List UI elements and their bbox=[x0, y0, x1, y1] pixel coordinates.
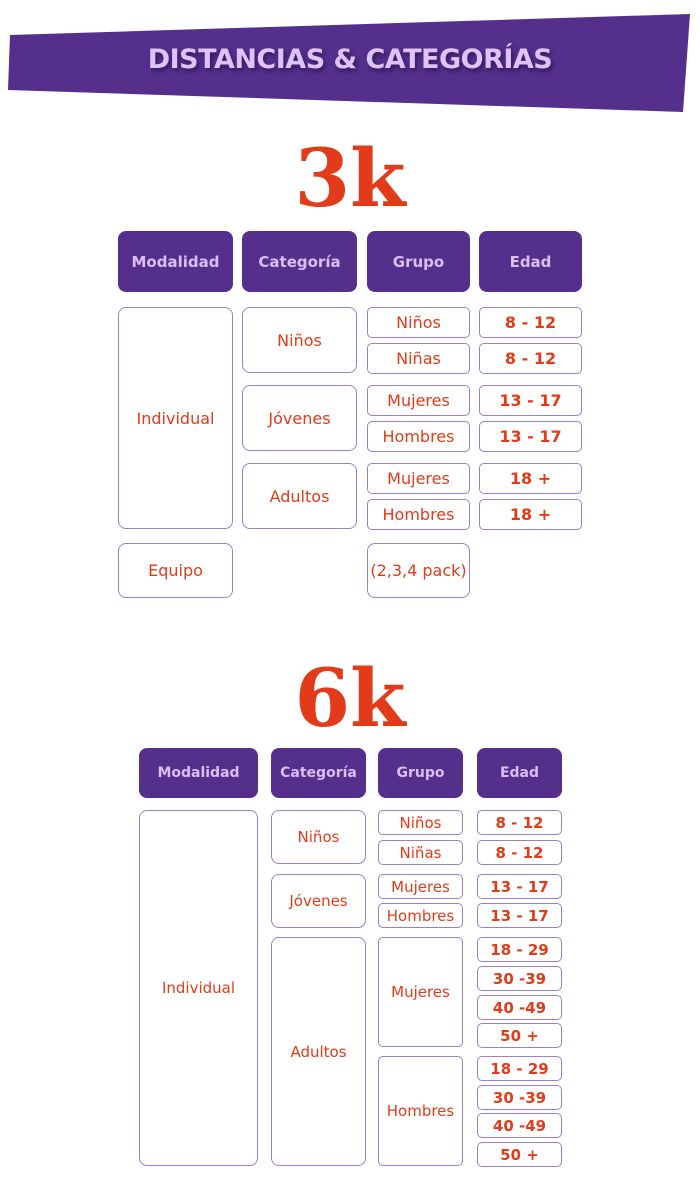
categoria-cell: Adultos bbox=[271, 937, 366, 1166]
categoria-cell: Jóvenes bbox=[242, 385, 357, 451]
edad-cell: 8 - 12 bbox=[479, 307, 582, 338]
edad-cell: 40 -49 bbox=[477, 995, 562, 1020]
grupo-cell: Mujeres bbox=[378, 874, 463, 899]
header-grupo: Grupo bbox=[378, 748, 463, 798]
grupo-cell: Hombres bbox=[378, 1056, 463, 1166]
grupo-cell: Hombres bbox=[378, 903, 463, 928]
grupo-cell: Mujeres bbox=[378, 937, 463, 1047]
edad-cell: 18 + bbox=[479, 463, 582, 494]
edad-cell: 13 - 17 bbox=[477, 874, 562, 899]
header-modalidad: Modalidad bbox=[118, 231, 233, 292]
grupo-cell: Niños bbox=[378, 810, 463, 835]
edad-cell: 13 - 17 bbox=[479, 385, 582, 416]
grupo-cell: Niños bbox=[367, 307, 470, 338]
edad-cell: 8 - 12 bbox=[477, 810, 562, 835]
grupo-cell: Hombres bbox=[367, 421, 470, 452]
title-banner bbox=[8, 14, 690, 112]
grupo-cell: Niñas bbox=[367, 343, 470, 374]
grupo-cell: Niñas bbox=[378, 840, 463, 865]
page-title: DISTANCIAS & CATEGORÍAS bbox=[147, 44, 553, 75]
grupo-cell: Hombres bbox=[367, 499, 470, 530]
grupo-cell: Mujeres bbox=[367, 463, 470, 494]
header-grupo: Grupo bbox=[367, 231, 470, 292]
header-categoria: Categoría bbox=[242, 231, 357, 292]
edad-cell: 30 -39 bbox=[477, 966, 562, 991]
edad-cell: 30 -39 bbox=[477, 1085, 562, 1110]
grupo-cell: Mujeres bbox=[367, 385, 470, 416]
edad-cell: 18 - 29 bbox=[477, 1056, 562, 1081]
categoria-cell: Adultos bbox=[242, 463, 357, 529]
header-categoria: Categoría bbox=[271, 748, 366, 798]
modalidad-cell: Equipo bbox=[118, 543, 233, 598]
categoria-cell: Niños bbox=[242, 307, 357, 373]
edad-cell: 50 + bbox=[477, 1023, 562, 1048]
categoria-cell: Niños bbox=[271, 810, 366, 864]
categoria-cell: Jóvenes bbox=[271, 874, 366, 928]
edad-cell: 18 + bbox=[479, 499, 582, 530]
edad-cell: 8 - 12 bbox=[477, 840, 562, 865]
distance-3k-heading: 3k bbox=[294, 131, 406, 225]
grupo-cell: (2,3,4 pack) bbox=[367, 543, 470, 598]
header-modalidad: Modalidad bbox=[139, 748, 258, 798]
edad-cell: 8 - 12 bbox=[479, 343, 582, 374]
edad-cell: 13 - 17 bbox=[479, 421, 582, 452]
header-edad: Edad bbox=[479, 231, 582, 292]
edad-cell: 13 - 17 bbox=[477, 903, 562, 928]
header-edad: Edad bbox=[477, 748, 562, 798]
edad-cell: 18 - 29 bbox=[477, 937, 562, 962]
modalidad-cell: Individual bbox=[139, 810, 258, 1166]
distance-6k-heading: 6k bbox=[294, 651, 406, 745]
edad-cell: 50 + bbox=[477, 1142, 562, 1167]
edad-cell: 40 -49 bbox=[477, 1113, 562, 1138]
modalidad-cell: Individual bbox=[118, 307, 233, 529]
